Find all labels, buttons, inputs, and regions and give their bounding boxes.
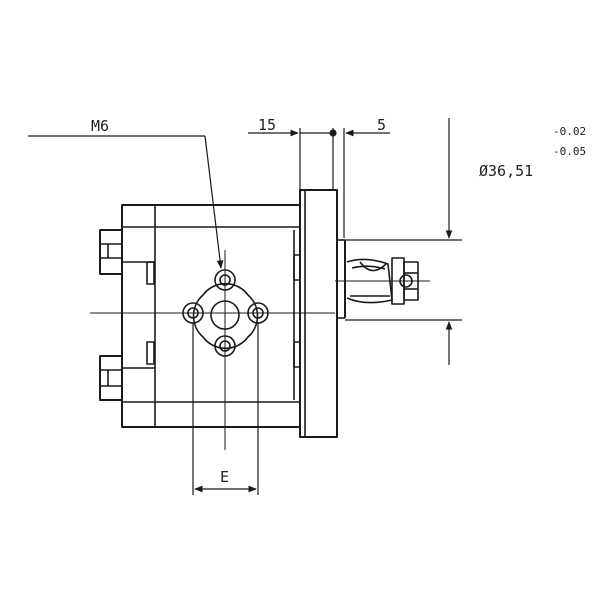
center-lines — [90, 250, 430, 450]
port-width-label: E — [220, 468, 230, 486]
diameter-label: Ø36,51 — [479, 162, 534, 180]
end-bolt-top — [99, 229, 123, 275]
tolerance-upper: -0.02 — [553, 125, 587, 138]
thread-label: M6 — [91, 117, 110, 135]
axial-dimension — [248, 128, 390, 238]
dim-right-label: 5 — [377, 116, 387, 134]
tolerance-lower: -0.05 — [553, 145, 587, 158]
port-width-dimension — [192, 323, 259, 495]
drive-shaft — [337, 239, 393, 319]
diameter-dimension — [345, 118, 462, 365]
end-bolt-bottom — [99, 355, 123, 401]
dim-left-label: 15 — [258, 116, 277, 134]
thread-leader — [28, 135, 224, 269]
